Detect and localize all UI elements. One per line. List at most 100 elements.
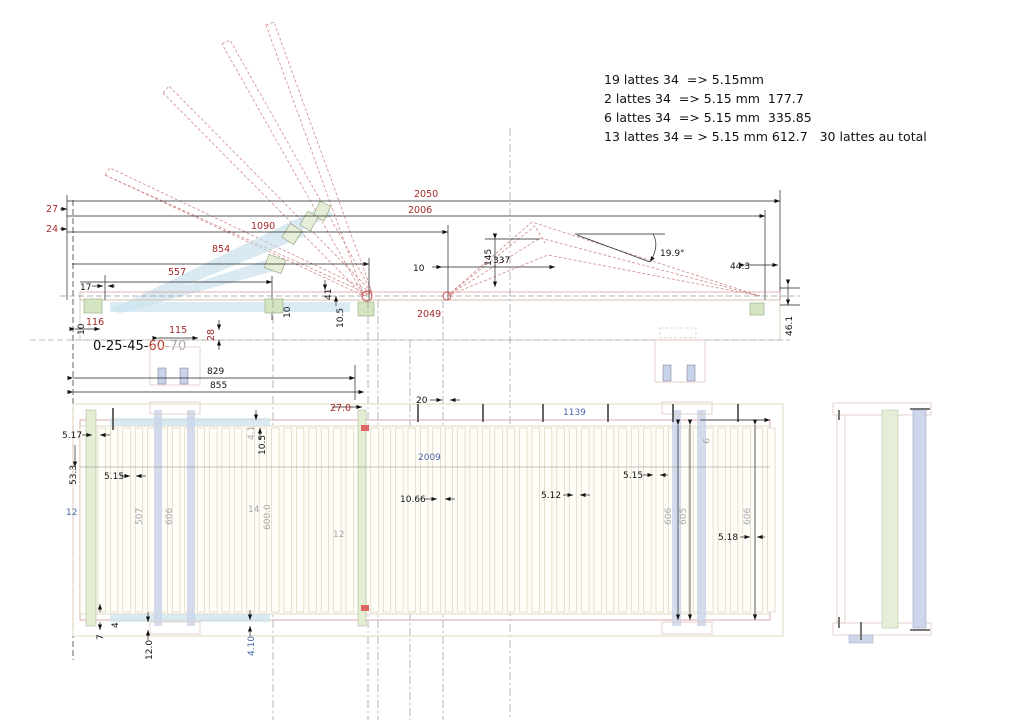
dim-4: 4 [111, 622, 121, 628]
feet [149, 327, 706, 386]
slat [444, 427, 454, 613]
slat [320, 427, 330, 613]
slat [742, 427, 751, 613]
slat [110, 427, 119, 613]
slat [730, 427, 739, 613]
dim-14: 14 [248, 505, 260, 515]
slat [283, 427, 292, 613]
dim-10-5: 10.5 [336, 308, 346, 328]
dim-2049: 2049 [417, 309, 441, 320]
dim-53-3: 53.3 [69, 465, 79, 485]
slat [482, 427, 491, 613]
slat [382, 427, 392, 613]
slat [432, 427, 441, 613]
dim-27-0: 27.0 [330, 403, 351, 414]
dim-angle: 19.9° [660, 249, 685, 259]
dim-24: 24 [46, 224, 58, 235]
slat [147, 427, 156, 613]
slat [221, 427, 230, 613]
dim-606: 606 [165, 508, 175, 525]
dim-17: 17 [80, 283, 91, 293]
dim-10-left: 10 [77, 323, 87, 335]
dim-2050: 2050 [414, 189, 438, 200]
dim-829: 829 [207, 367, 224, 377]
slat [296, 427, 305, 613]
dim-12-0: 12.0 [145, 640, 155, 660]
slat [643, 427, 652, 613]
slat [717, 427, 726, 613]
slat [494, 427, 503, 613]
note-line: 13 lattes 34 = > 5.15 mm 612.7 30 lattes… [604, 129, 927, 144]
slat [606, 427, 615, 613]
dim-854: 854 [212, 244, 230, 255]
slat [618, 427, 627, 613]
slat [97, 427, 106, 613]
dim-606-c: 606 [743, 508, 753, 525]
slat [209, 427, 218, 613]
angle-code: 0-25-45-60-70 [93, 339, 186, 354]
dim-41: 41 [324, 289, 334, 300]
slat [271, 427, 280, 613]
slat [370, 427, 379, 613]
dim-46-1: 46.1 [785, 316, 795, 336]
slat [196, 427, 205, 613]
dim-5-17: 5.17 [62, 431, 82, 441]
slat [172, 427, 181, 613]
slat [122, 427, 131, 613]
slat [556, 427, 565, 613]
slat [420, 427, 429, 613]
dim-2006: 2006 [408, 205, 432, 216]
dim-606-b: 606 [664, 508, 674, 525]
note-line: 2 lattes 34 => 5.15 mm 177.7 [604, 91, 804, 106]
dim-7: 7 [96, 634, 106, 640]
dim-4-1: 4.1 [247, 426, 257, 440]
dim-116: 116 [86, 317, 104, 328]
dim-10-66: 10.66 [400, 495, 426, 505]
slat [345, 427, 354, 613]
dim-855: 855 [210, 381, 227, 391]
dim-27: 27 [46, 204, 58, 215]
dim-2009: 2009 [418, 453, 441, 463]
slats [97, 427, 776, 613]
dim-10-mid: 10 [283, 306, 293, 318]
dim-28: 28 [206, 329, 217, 341]
dim-10-5-top: 10.5 [258, 435, 268, 455]
dim-12-gray: 12 [333, 530, 344, 540]
slat [519, 427, 528, 613]
note-line: 6 lattes 34 => 5.15 mm 335.85 [604, 110, 812, 125]
dim-10: 10 [413, 264, 425, 274]
dim-5-15-left: 5.15 [104, 472, 124, 482]
slat [258, 427, 268, 613]
slat [754, 427, 764, 613]
slat [568, 427, 578, 613]
slat-notes: 19 lattes 34 => 5.15mm 2 lattes 34 => 5.… [604, 70, 927, 146]
top-view: 5.17 53.3 5.15 10.5 27.0 20 10.66 5.12 5… [62, 396, 784, 660]
slat [581, 427, 590, 613]
slat [469, 427, 478, 613]
dim-337: 337 [493, 256, 510, 266]
dim-12-blue: 12 [66, 508, 77, 518]
slat [506, 427, 516, 613]
dim-1090: 1090 [251, 221, 275, 232]
dim-1139: 1139 [563, 408, 586, 418]
slat [395, 427, 404, 613]
slat [234, 427, 243, 613]
dim-5-15-right: 5.15 [623, 471, 643, 481]
dim-605: 605 [679, 508, 689, 525]
dim-4-10: 4.10 [247, 636, 257, 656]
note-line: 19 lattes 34 => 5.15mm [604, 72, 764, 87]
slat [767, 427, 776, 613]
slat [308, 427, 317, 613]
dim-507: 507 [135, 508, 145, 525]
dim-145: 145 [484, 249, 494, 266]
slat [655, 427, 664, 613]
slat [134, 427, 143, 613]
slat [544, 427, 553, 613]
dim-115: 115 [169, 325, 187, 336]
end-view [832, 402, 932, 644]
slat [705, 427, 714, 613]
head-rise-rays [446, 221, 761, 297]
slat [246, 427, 255, 613]
dim-600: 600.0 [263, 504, 273, 530]
